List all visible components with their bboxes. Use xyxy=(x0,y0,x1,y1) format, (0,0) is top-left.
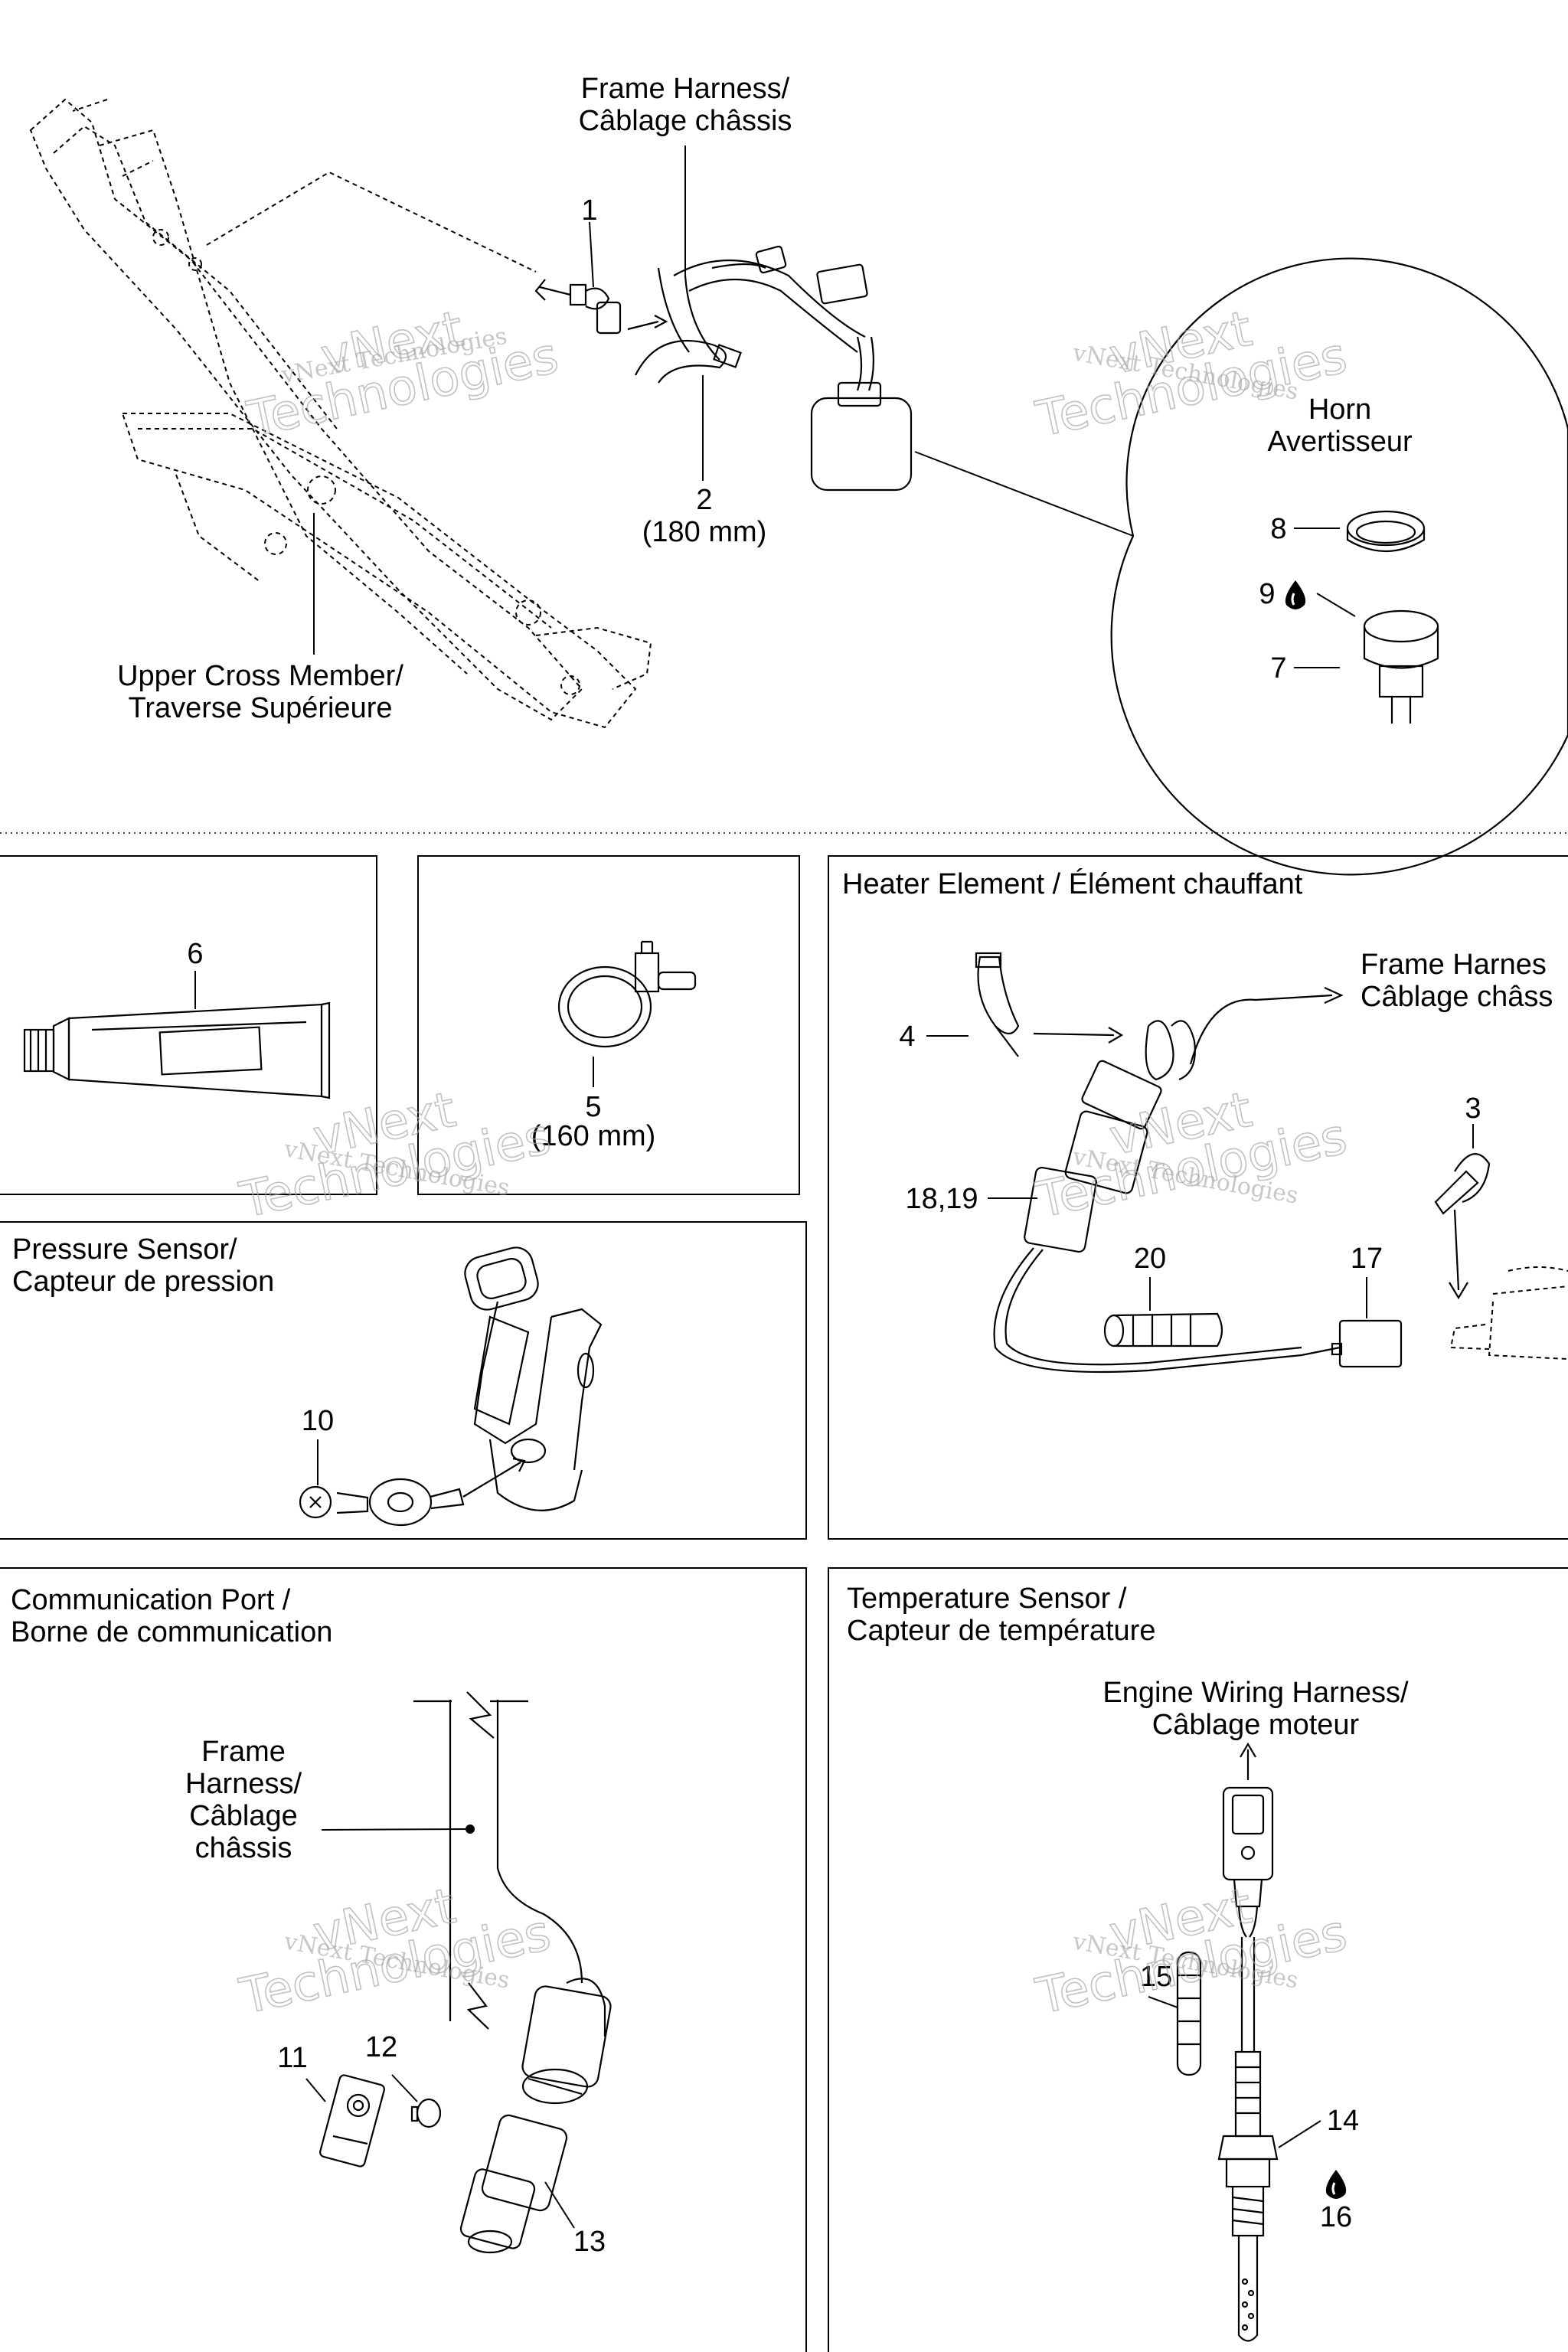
pressure-sensor-title-2: Capteur de pression xyxy=(12,1266,274,1298)
frame-drawing xyxy=(29,98,652,729)
leader-12 xyxy=(391,2074,418,2102)
heater-element-drawing xyxy=(975,952,1568,1374)
panel-pressure-sensor xyxy=(0,1221,807,1540)
temperature-sensor-title-1: Temperature Sensor / xyxy=(847,1583,1127,1615)
part-18-19-label: 18,19 xyxy=(905,1183,978,1215)
watermark-6b: vNext Technologies xyxy=(1031,1877,1352,2027)
horn-label-1: Horn xyxy=(1308,394,1371,426)
part-11-label: 11 xyxy=(277,2042,307,2074)
part-15-label: 15 xyxy=(1140,1961,1172,1993)
part-14-label: 14 xyxy=(1327,2105,1359,2137)
part-2-label: 2 xyxy=(696,484,712,516)
frame-harness-comm-label-3: Câblage xyxy=(189,1800,298,1832)
screw-1 xyxy=(534,279,668,335)
part-9-label: 9 xyxy=(1259,578,1275,610)
leader-13 xyxy=(544,2181,575,2229)
frame-harness-comm-label-2: Harness/ xyxy=(185,1768,302,1800)
leader-15 xyxy=(1148,1996,1178,2008)
pressure-sensor-title-1: Pressure Sensor/ xyxy=(12,1233,237,1266)
part-4-label: 4 xyxy=(899,1021,915,1053)
upper-cross-member-label-1: Upper Cross Member/ xyxy=(117,660,403,692)
part-1-label: 1 xyxy=(581,194,597,227)
watermark-3b: vNext Technologies xyxy=(234,1081,556,1230)
panel-heater-element xyxy=(828,855,1568,1540)
frame-harness-comm-label-1: Frame xyxy=(201,1736,286,1768)
panel-communication-port xyxy=(0,1567,807,2352)
temperature-sensor-title-2: Capteur de température xyxy=(847,1615,1155,1647)
part-8-label: 8 xyxy=(1270,513,1286,545)
panel-part-5 xyxy=(417,855,800,1195)
panel-temperature-sensor xyxy=(828,1567,1568,2352)
communication-port-drawing xyxy=(319,1691,612,2254)
temperature-sensor-drawing xyxy=(1176,1742,1279,2342)
part-10-label: 10 xyxy=(302,1405,334,1437)
part-3-label: 3 xyxy=(1465,1093,1481,1125)
leader-lines-top xyxy=(313,145,1356,668)
leader-11 xyxy=(305,2078,326,2102)
leader-frame-harness-comm xyxy=(321,1828,469,1831)
upper-cross-member-label-2: Traverse Supérieure xyxy=(129,692,393,724)
watermark-4b: vNext Technologies xyxy=(1031,1081,1352,1230)
frame-harness-heater-label-1: Frame Harnes xyxy=(1361,949,1547,981)
engine-wiring-harness-label-1: Engine Wiring Harness/ xyxy=(1102,1677,1409,1709)
frame-harness-heater-label-2: Câblage châss xyxy=(1361,981,1553,1013)
communication-port-title-2: Borne de communication xyxy=(11,1616,332,1648)
frame-harness-top-drawing xyxy=(635,245,913,492)
part-7-label: 7 xyxy=(1270,652,1286,684)
leader-14 xyxy=(1278,2120,1321,2148)
pressure-sensor-drawing xyxy=(299,1246,603,1527)
horn-label-2: Avertisseur xyxy=(1267,426,1413,458)
frame-harness-top-label-2: Câblage châssis xyxy=(579,105,792,137)
watermark-5b: vNext Technologies xyxy=(234,1877,556,2027)
part-2-size-label: (180 mm) xyxy=(642,516,767,548)
part-17-label: 17 xyxy=(1351,1243,1383,1275)
heater-element-title: Heater Element / Élément chauffant xyxy=(842,867,1303,900)
part-5-label: 5 xyxy=(585,1091,601,1123)
drop-icon-16 xyxy=(1325,2170,1347,2199)
part-13-label: 13 xyxy=(573,2226,606,2258)
communication-port-title-1: Communication Port / xyxy=(11,1584,291,1616)
frame-harness-top-label-1: Frame Harness/ xyxy=(581,73,790,105)
part-20-label: 20 xyxy=(1134,1243,1166,1275)
tie-clip-5-drawing xyxy=(557,940,697,1048)
grease-tube-drawing xyxy=(23,1001,331,1099)
part-16-label: 16 xyxy=(1320,2201,1352,2233)
part-6-label: 6 xyxy=(187,938,203,970)
part-12-label: 12 xyxy=(365,2031,397,2063)
drop-icon-9 xyxy=(1285,580,1306,609)
panel-part-6 xyxy=(0,855,377,1195)
part-5-size-label: (160 mm) xyxy=(531,1120,656,1152)
frame-harness-comm-label-4: châssis xyxy=(195,1832,292,1864)
engine-wiring-harness-label-2: Câblage moteur xyxy=(1152,1709,1360,1741)
